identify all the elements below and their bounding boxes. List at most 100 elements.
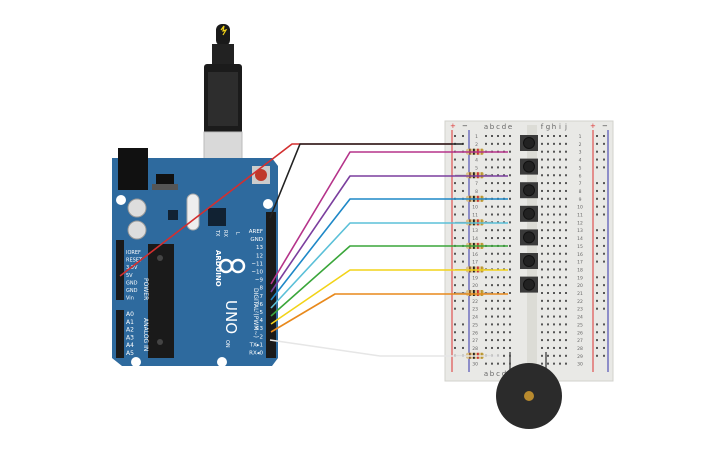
digital-pin-label: 7 xyxy=(260,294,264,300)
column-letter: j xyxy=(564,123,567,131)
digital-header-label: DIGITAL (PWM~) xyxy=(252,288,259,338)
row-number: 28 xyxy=(577,346,583,352)
wire[interactable] xyxy=(270,269,508,325)
row-number: 4 xyxy=(579,158,582,164)
row-number: 25 xyxy=(577,322,583,328)
digital-pin-label: ~3 xyxy=(255,326,264,332)
row-number: 30 xyxy=(577,362,583,368)
row-number: 5 xyxy=(579,165,582,171)
power-pin-label: 5V xyxy=(126,273,133,279)
push-button[interactable] xyxy=(520,182,538,199)
row-number: 3 xyxy=(579,150,582,156)
brand-label: ARDUINO xyxy=(214,250,222,287)
rail-minus-right: − xyxy=(602,122,608,130)
power-header xyxy=(116,240,124,300)
row-number: 13 xyxy=(577,228,583,234)
row-number: 19 xyxy=(577,275,583,281)
row-number: 6 xyxy=(579,173,582,179)
row-number: 20 xyxy=(472,283,478,289)
wire[interactable] xyxy=(270,293,508,333)
column-letter: a xyxy=(484,370,488,378)
rail-plus-left: + xyxy=(450,122,456,130)
power-jack xyxy=(118,148,148,190)
digital-pin-label: 4 xyxy=(260,318,264,324)
push-button[interactable] xyxy=(520,135,538,151)
row-number: 15 xyxy=(577,244,583,250)
row-number: 21 xyxy=(577,291,583,297)
l-led-label: L xyxy=(234,232,240,235)
column-letter: b xyxy=(490,123,495,131)
column-letter: h xyxy=(552,123,556,131)
row-number: 24 xyxy=(577,315,583,321)
power-pin-label: 3.3V xyxy=(126,265,138,271)
power-pin-label: IOREF xyxy=(126,250,141,256)
row-number: 28 xyxy=(472,346,478,352)
row-number: 16 xyxy=(577,252,583,258)
wire[interactable] xyxy=(270,245,508,317)
row-number: 11 xyxy=(472,213,478,219)
row-number: 25 xyxy=(472,322,478,328)
analog-pin-label: A2 xyxy=(126,327,134,334)
digital-pin-label: 8 xyxy=(260,286,264,292)
wire[interactable] xyxy=(269,339,500,357)
row-number: 5 xyxy=(475,165,478,171)
piezo-buzzer[interactable] xyxy=(496,352,562,429)
row-number: 9 xyxy=(579,197,582,203)
rx-led-label: RX xyxy=(222,230,228,237)
wire[interactable] xyxy=(270,222,508,309)
row-number: 27 xyxy=(472,338,478,344)
arduino-logo xyxy=(218,258,246,274)
row-number: 11 xyxy=(577,213,583,219)
row-number: 24 xyxy=(472,315,478,321)
row-number: 26 xyxy=(472,330,478,336)
row-number: 16 xyxy=(472,252,478,258)
row-number: 12 xyxy=(577,220,583,226)
push-button[interactable] xyxy=(520,276,538,293)
tx-led-label: TX xyxy=(214,229,220,237)
row-number: 22 xyxy=(472,299,478,305)
digital-pin-label: 13 xyxy=(256,245,263,251)
analog-pin-label: A1 xyxy=(126,319,134,326)
row-number: 7 xyxy=(579,181,582,187)
row-number: 22 xyxy=(577,299,583,305)
row-number: 30 xyxy=(472,362,478,368)
wire[interactable] xyxy=(270,151,508,285)
digital-pin-label: ~5 xyxy=(255,310,264,316)
column-letter: d xyxy=(502,123,506,131)
arduino-board[interactable] xyxy=(112,148,278,367)
row-number: 17 xyxy=(472,260,478,266)
power-pin-label: Vin xyxy=(126,296,134,302)
digital-pin-label: RX◂0 xyxy=(249,351,263,357)
analog-pin-label: A3 xyxy=(126,334,134,341)
on-led-label: ON xyxy=(224,340,230,348)
row-number: 10 xyxy=(577,205,583,211)
push-button[interactable] xyxy=(520,158,538,175)
wire[interactable] xyxy=(269,143,463,219)
digital-pin-label: 2 xyxy=(260,334,264,340)
column-letter: a xyxy=(484,123,488,131)
model-label: UNO xyxy=(222,300,240,334)
push-button[interactable] xyxy=(520,229,538,246)
analog-header xyxy=(116,310,124,358)
breadboard-column-letters: aabbccddeefghij xyxy=(484,123,567,378)
analog-pin-label: A5 xyxy=(126,350,134,357)
row-number: 4 xyxy=(475,158,478,164)
row-number: 20 xyxy=(577,283,583,289)
push-buttons xyxy=(520,135,538,293)
push-button[interactable] xyxy=(520,205,538,222)
analog-header-label: ANALOG IN xyxy=(142,318,149,351)
wire[interactable] xyxy=(270,198,508,301)
column-letter: f xyxy=(541,123,544,131)
digital-pin-label: GND xyxy=(250,237,263,243)
wire[interactable] xyxy=(270,175,508,293)
power-pin-label: GND xyxy=(126,288,138,294)
row-number: 27 xyxy=(577,338,583,344)
push-button[interactable] xyxy=(520,253,538,269)
row-number: 10 xyxy=(472,205,478,211)
row-number: 18 xyxy=(577,267,583,273)
column-letter: b xyxy=(490,370,495,378)
digital-pin-label: ~6 xyxy=(255,302,264,308)
row-number: 8 xyxy=(579,189,582,195)
